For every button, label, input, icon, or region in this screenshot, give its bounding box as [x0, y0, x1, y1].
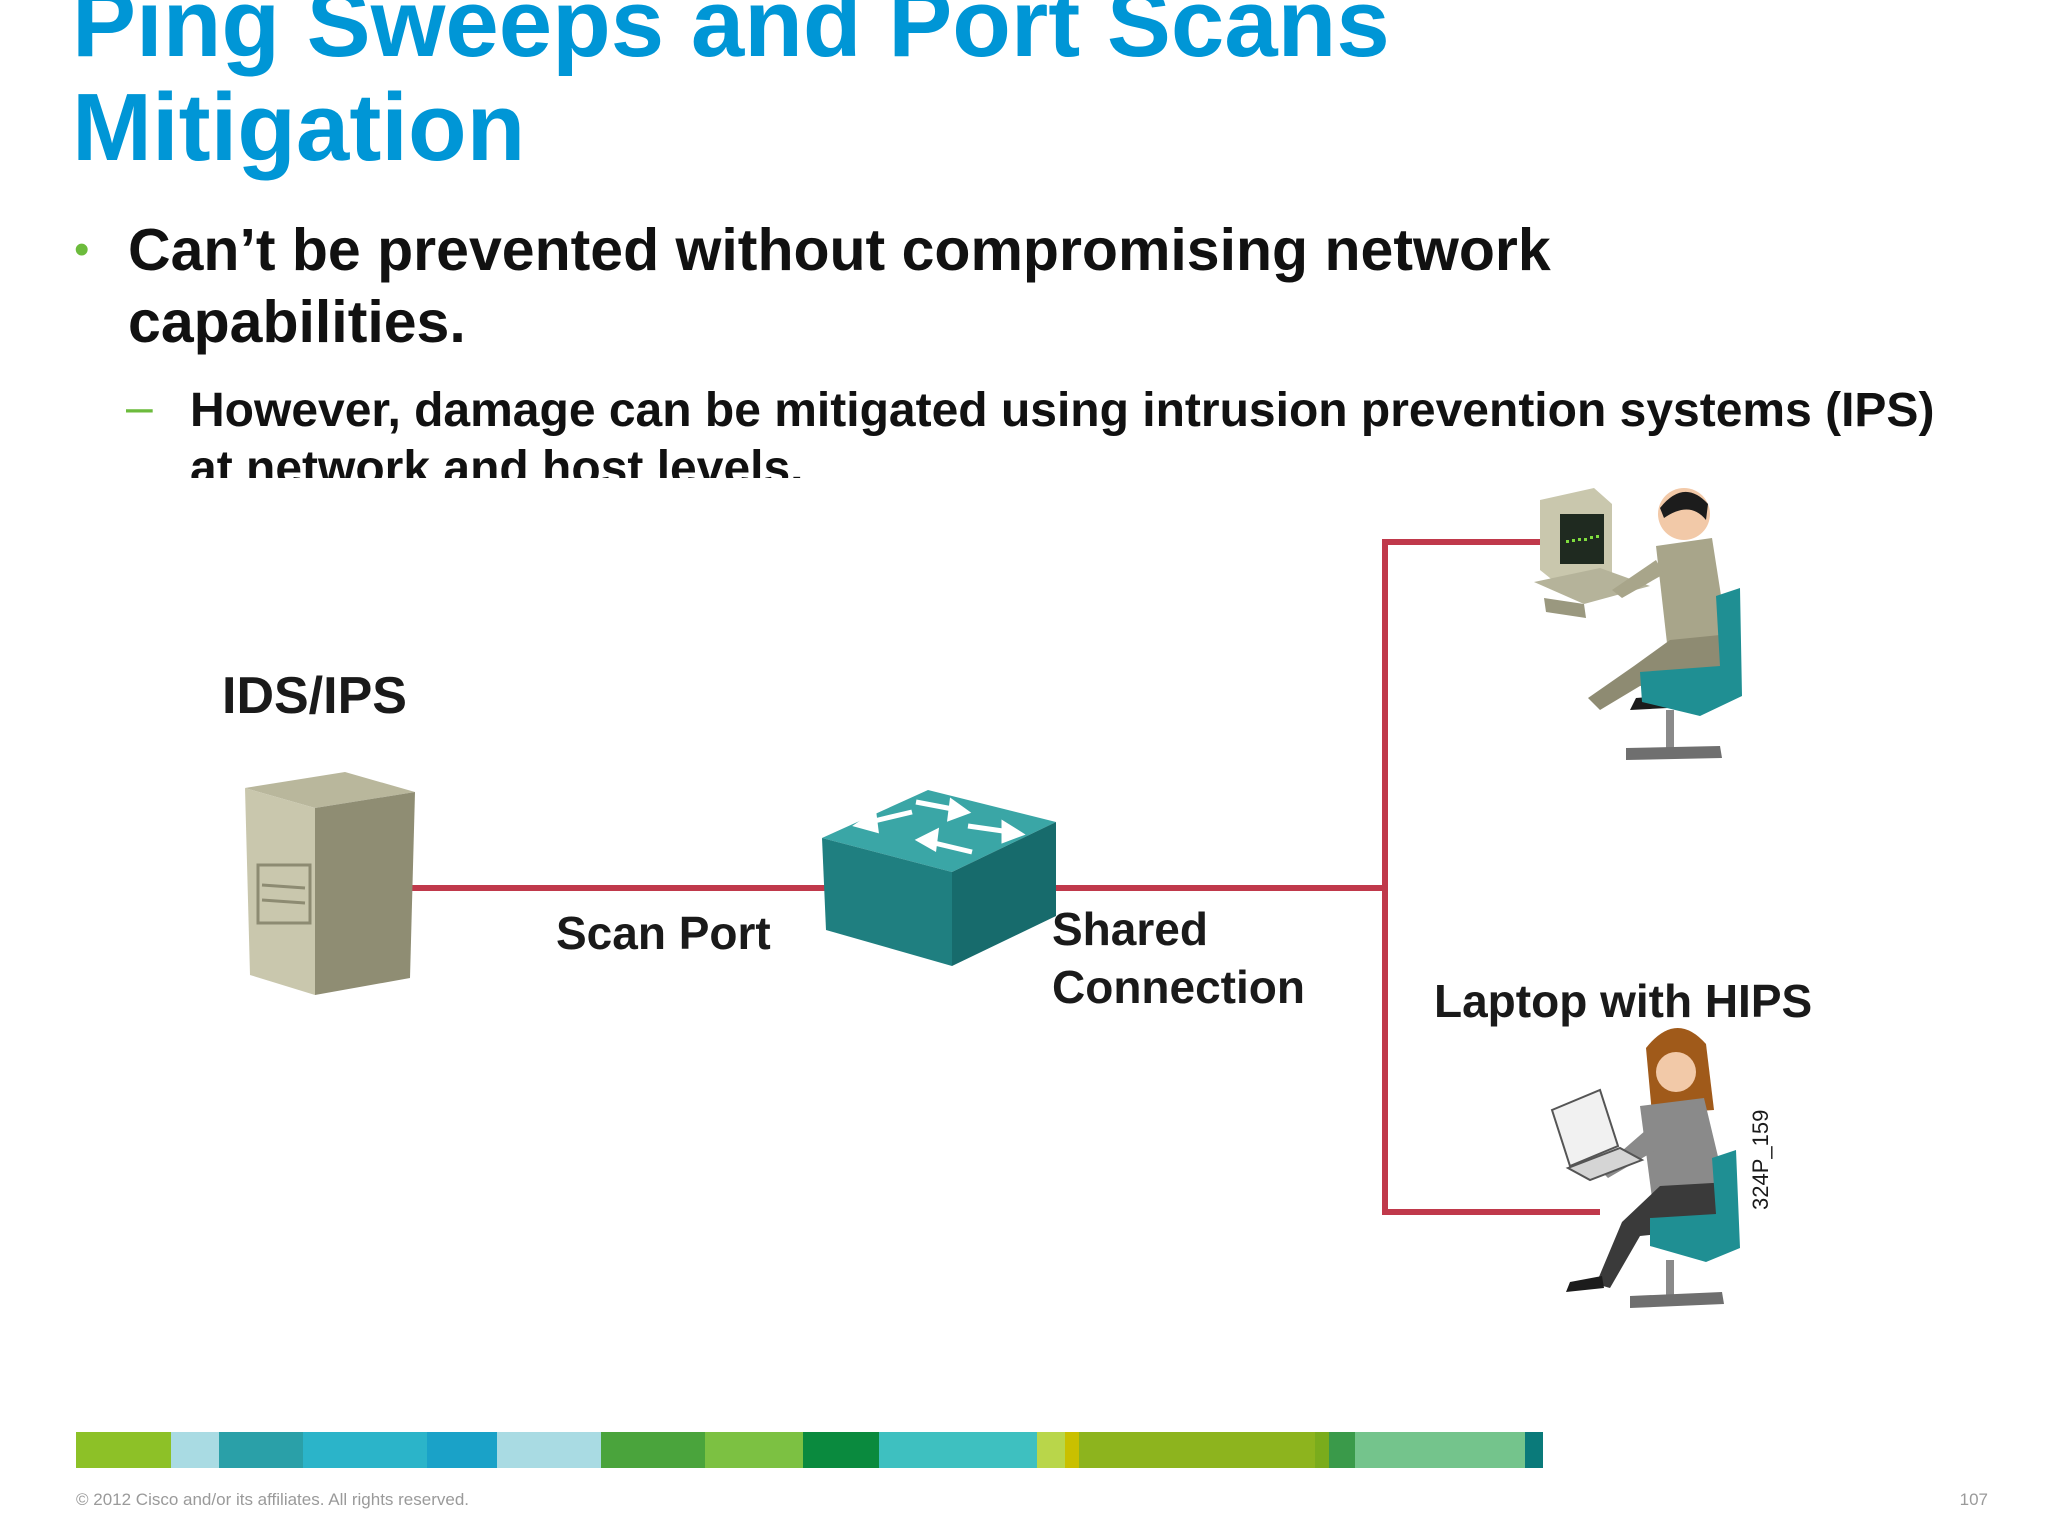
shared-connection-label-line-2: Connection [1052, 961, 1305, 1013]
color-bar-segment [1079, 1432, 1315, 1468]
color-bar-segment [879, 1432, 1037, 1468]
color-bar-segment [76, 1432, 171, 1468]
sub-bullet: However, damage can be mitigated using i… [190, 382, 1990, 478]
color-bar-segment [1037, 1432, 1065, 1468]
color-bar-segment [1525, 1432, 1543, 1468]
ids-ips-server-icon [245, 772, 415, 995]
scan-port-label: Scan Port [556, 907, 771, 959]
color-bar-segment [1315, 1432, 1329, 1468]
desktop-user-icon [1534, 488, 1742, 760]
page-number: 107 [1959, 1490, 1988, 1509]
color-bar-segment [497, 1432, 601, 1468]
network-diagram: IDS/IPS Scan Port Shared Connection Lapt… [0, 470, 2048, 1350]
laptop-user-icon [1550, 1027, 1740, 1308]
slide-title: Ping Sweeps and Port Scans Mitigation [72, 0, 1390, 180]
branch-link [1382, 539, 1600, 1215]
ids-ips-label: IDS/IPS [222, 667, 407, 725]
copyright-text: © 2012 Cisco and/or its affiliates. All … [76, 1490, 470, 1509]
color-bar-segment [303, 1432, 427, 1468]
shared-connection-label: Shared Connection [1052, 900, 1305, 1016]
shared-connection-label-line-1: Shared [1052, 903, 1208, 955]
sub-bullet-text: However, damage can be mitigated using i… [190, 384, 1935, 478]
slide-title-line-2: Mitigation [72, 74, 526, 181]
color-bar-segment [601, 1432, 705, 1468]
network-diagram-graphic [245, 488, 1742, 1308]
figure-code-label: 324P_159 [1748, 1109, 1773, 1210]
footer-color-bar [76, 1432, 1980, 1468]
color-bar-segment [1065, 1432, 1079, 1468]
bullet-text: Can’t be prevented without compromising … [128, 217, 1551, 355]
bullet-marker: • [74, 225, 90, 274]
color-bar-segment [1329, 1432, 1355, 1468]
color-bar-segment [427, 1432, 497, 1468]
color-bar-segment [219, 1432, 303, 1468]
slide-title-line-1: Ping Sweeps and Port Scans [72, 0, 1390, 77]
color-bar-segment [803, 1432, 879, 1468]
laptop-with-hips-label: Laptop with HIPS [1434, 975, 1813, 1027]
connection-lines [405, 539, 1600, 1215]
color-bar-segment [705, 1432, 803, 1468]
color-bar-segment [171, 1432, 219, 1468]
color-bar-segment [1355, 1432, 1525, 1468]
sub-bullet-marker: – [126, 381, 153, 434]
switch-icon [822, 790, 1056, 966]
